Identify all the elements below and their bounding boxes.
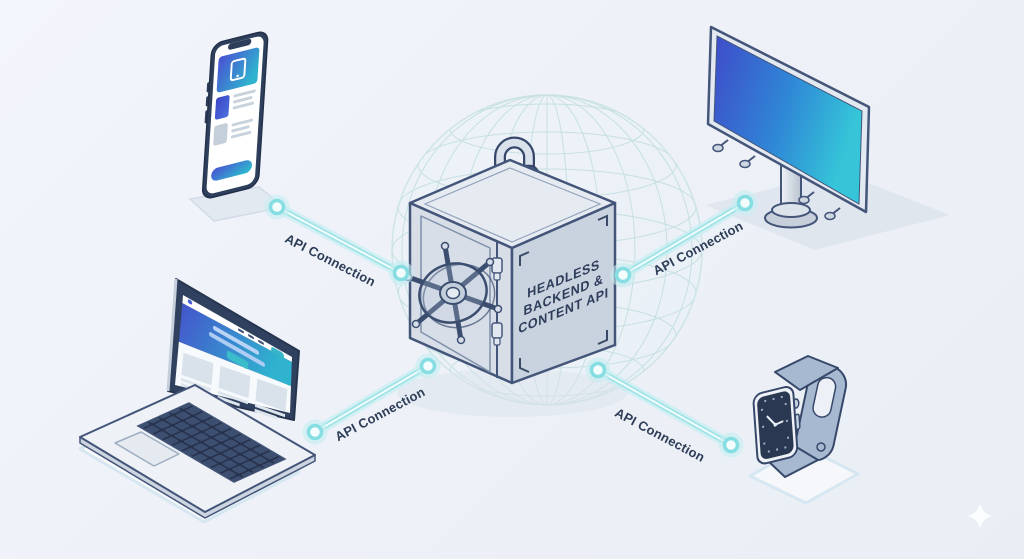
vault-wheel-icon bbox=[403, 241, 503, 345]
billboard-screen bbox=[713, 35, 863, 205]
connection-billboard bbox=[610, 190, 758, 288]
connection-watch bbox=[585, 357, 744, 458]
laptop-trackpad bbox=[114, 431, 180, 467]
watch-face bbox=[752, 386, 801, 465]
phone-hero-card bbox=[216, 47, 260, 93]
billboard-shadow bbox=[705, 172, 950, 250]
laptop-icon bbox=[78, 278, 316, 524]
vault-safe-icon: HEADLESS BACKEND & CONTENT API bbox=[397, 136, 627, 417]
vault-frame-brackets bbox=[519, 214, 608, 373]
billboard-display-icon bbox=[705, 25, 950, 250]
sparkle-icon bbox=[968, 504, 992, 528]
billboard-lights bbox=[712, 139, 841, 221]
connection-phone bbox=[264, 194, 414, 286]
connection-laptop bbox=[302, 353, 441, 445]
phone-cta-pill bbox=[211, 160, 252, 181]
smartwatch-icon bbox=[748, 355, 860, 505]
smartphone-icon bbox=[188, 31, 286, 222]
